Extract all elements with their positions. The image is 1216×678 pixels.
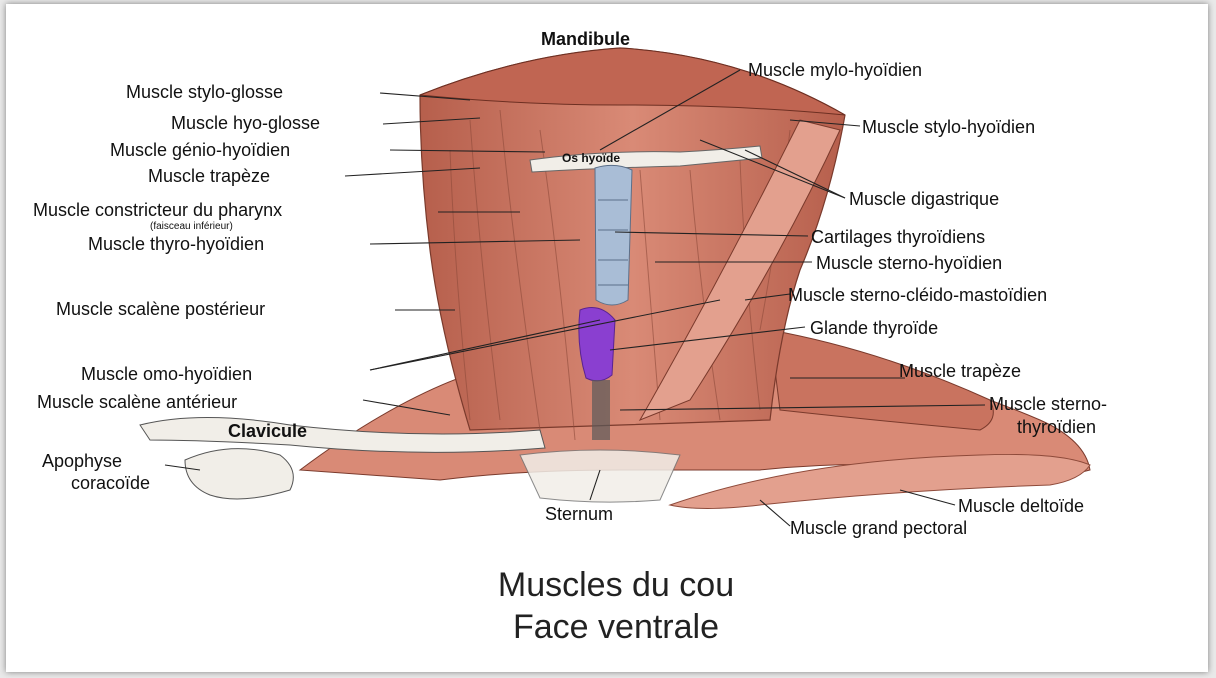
thyroid-gland [579, 308, 615, 381]
label-genio-hyoidien: Muscle génio-hyoïdien [110, 141, 290, 159]
label-omo-hyoidien: Muscle omo-hyoïdien [81, 365, 252, 383]
label-scalene-anterieur: Muscle scalène antérieur [37, 393, 237, 411]
label-digastrique: Muscle digastrique [849, 190, 999, 208]
label-faisceau: (faisceau inférieur) [150, 222, 233, 232]
cartilage-thyroid [595, 165, 632, 305]
label-scm: Muscle sterno-cléido-mastoïdien [788, 286, 1047, 304]
lower-trachea [592, 380, 610, 440]
label-stylo-hyoidien: Muscle stylo-hyoïdien [862, 118, 1035, 136]
label-apophyse-1: Apophyse [42, 452, 122, 470]
label-sterno-thyroidien-2: thyroïdien [1017, 418, 1096, 436]
label-os-hyoide: Os hyoïde [562, 152, 620, 164]
label-cartilages: Cartilages thyroïdiens [811, 228, 985, 246]
coracoid-process [185, 449, 293, 499]
label-constricteur: Muscle constricteur du pharynx [33, 201, 282, 219]
label-apophyse-2: coracoïde [71, 474, 150, 492]
figure-title-line1: Muscles du cou [8, 568, 1216, 602]
label-grand-pectoral: Muscle grand pectoral [790, 519, 967, 537]
label-sterno-thyroidien-1: Muscle sterno- [989, 395, 1107, 413]
label-scalene-posterieur: Muscle scalène postérieur [56, 300, 265, 318]
sternum-bone [520, 450, 680, 502]
label-hyo-glosse: Muscle hyo-glosse [171, 114, 320, 132]
label-mandibule: Mandibule [541, 30, 630, 48]
label-deltoide: Muscle deltoïde [958, 497, 1084, 515]
label-trapeze-right: Muscle trapèze [899, 362, 1021, 380]
label-mylo-hyoidien: Muscle mylo-hyoïdien [748, 61, 922, 79]
label-sternum: Sternum [545, 505, 613, 523]
label-sterno-hyoidien: Muscle sterno-hyoïdien [816, 254, 1002, 272]
label-clavicule: Clavicule [228, 422, 307, 440]
label-thyro-hyoidien: Muscle thyro-hyoïdien [88, 235, 264, 253]
label-trapeze-left: Muscle trapèze [148, 167, 270, 185]
label-glande-thyroide: Glande thyroïde [810, 319, 938, 337]
label-stylo-glosse: Muscle stylo-glosse [126, 83, 283, 101]
figure-title-line2: Face ventrale [8, 610, 1216, 644]
